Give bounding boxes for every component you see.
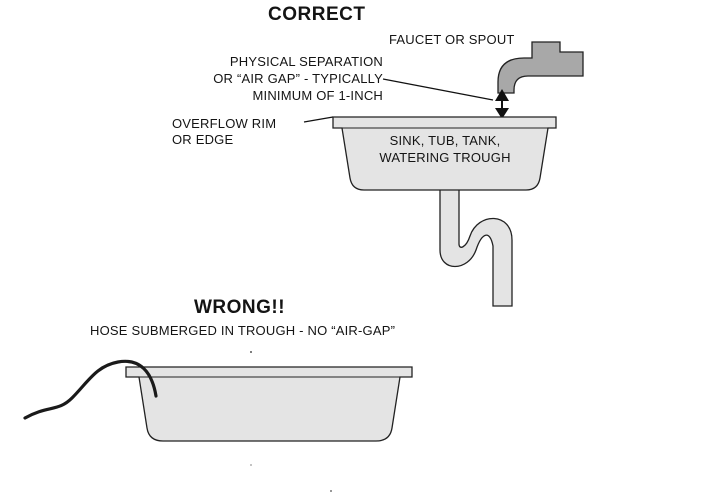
wrong-heading: WRONG!! [194, 297, 286, 318]
sink-label-line-1: SINK, TUB, TANK, [389, 133, 501, 148]
trough [125, 366, 413, 442]
air-gap-label-line-3: MINIMUM OF 1-INCH [252, 88, 383, 103]
air-gap-label-line-1: PHYSICAL SEPARATION [229, 54, 383, 69]
air-gap-label-line-2: OR “AIR GAP” - TYPICALLY [213, 71, 383, 86]
air-gap-arrow [495, 89, 509, 119]
faucet-spout [497, 41, 584, 94]
faucet-label: FAUCET OR SPOUT [389, 32, 515, 47]
drain-trap [439, 187, 513, 307]
sink-label-line-2: WATERING TROUGH [379, 150, 511, 165]
speck [250, 351, 252, 353]
faucet-body [497, 41, 584, 94]
sink-basin [332, 116, 557, 191]
wrong-caption: HOSE SUBMERGED IN TROUGH - NO “AIR-GAP” [90, 323, 396, 338]
air-gap-leader [382, 78, 494, 101]
rim-label-line-1: OVERFLOW RIM [172, 116, 277, 131]
hose [23, 359, 158, 420]
speck [330, 490, 332, 492]
rim-label-line-2: OR EDGE [172, 132, 234, 147]
speck [250, 464, 252, 466]
correct-heading: CORRECT [268, 4, 366, 25]
rim-leader [303, 116, 334, 123]
